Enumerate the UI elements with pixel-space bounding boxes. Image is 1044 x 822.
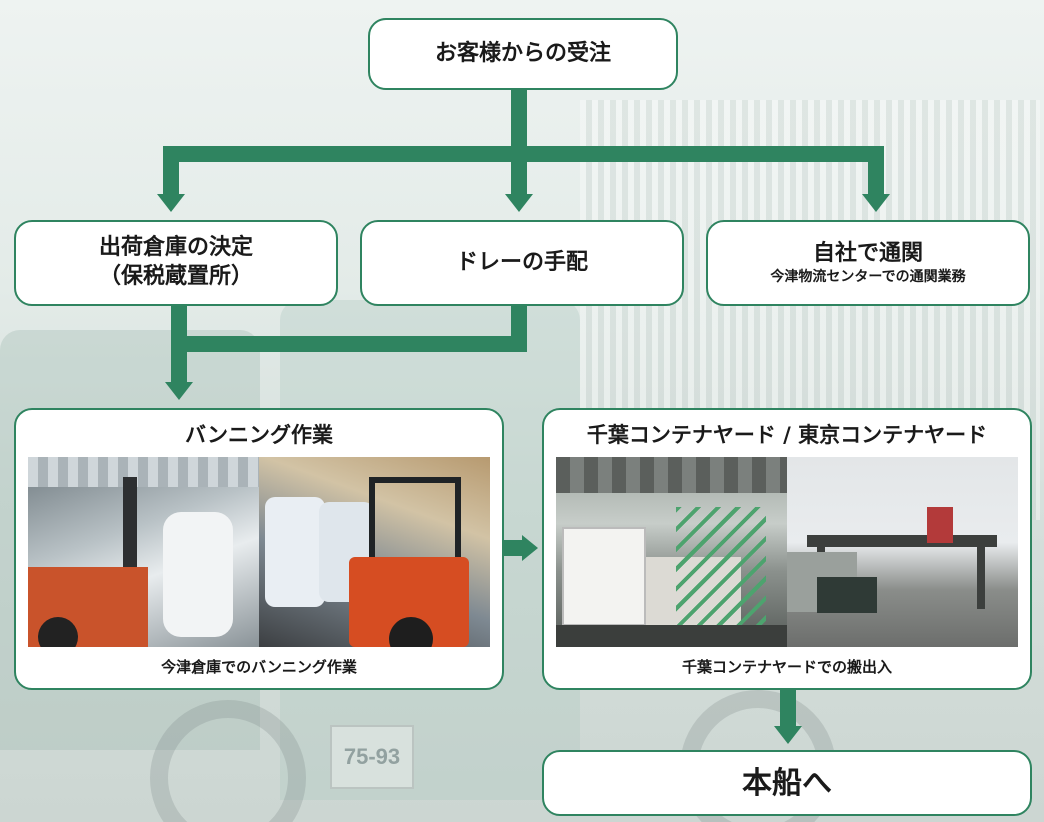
step-label: ドレーの手配 — [455, 249, 588, 275]
step-warehouse-decision: 出荷倉庫の決定 （保税蔵置所） — [14, 220, 338, 306]
connector-line — [504, 540, 524, 556]
connector-line — [868, 146, 884, 196]
step-title: 自社で通関 — [812, 240, 923, 266]
arrow-down-icon — [165, 382, 193, 400]
connector-line — [163, 146, 179, 196]
step-title: バンニング作業 — [184, 423, 334, 447]
step-subtitle: 今津物流センターでの通関業務 — [770, 269, 966, 286]
forklift-container-photo — [259, 457, 490, 648]
step-dray-arrangement: ドレーの手配 — [360, 220, 684, 306]
arrow-down-icon — [505, 194, 533, 212]
step-container-yard: 千葉コンテナヤード / 東京コンテナヤード 千葉コンテナヤードでの搬出入 — [542, 408, 1032, 690]
arrow-down-icon — [157, 194, 185, 212]
step-customs-clearance: 自社で通関 今津物流センターでの通関業務 — [706, 220, 1030, 306]
step-title: 千葉コンテナヤード / 東京コンテナヤード — [586, 423, 988, 447]
yard-gate-photo — [787, 457, 1018, 648]
step-label-line1: 出荷倉庫の決定 — [98, 235, 253, 261]
connector-line — [511, 146, 527, 196]
step-label: お客様からの受注 — [434, 40, 611, 66]
background-license-plate: 75-93 — [330, 725, 414, 789]
container-yard-photo — [556, 457, 787, 648]
photo-caption: 今津倉庫でのバンニング作業 — [161, 658, 357, 677]
step-order-received: お客様からの受注 — [368, 18, 678, 90]
arrow-right-icon — [522, 535, 538, 561]
photo-caption: 千葉コンテナヤードでの搬出入 — [681, 658, 892, 677]
yard-photo-row — [556, 457, 1018, 648]
vanning-photo-row — [28, 457, 490, 648]
connector-line — [171, 336, 187, 384]
step-label: 本船へ — [742, 765, 832, 801]
arrow-down-icon — [862, 194, 890, 212]
step-to-vessel: 本船へ — [542, 750, 1032, 816]
connector-line — [171, 336, 527, 352]
step-vanning: バンニング作業 今津倉庫でのバンニング作業 — [14, 408, 504, 690]
step-label-line2: （保税蔵置所） — [98, 264, 253, 289]
forklift-photo — [28, 457, 259, 648]
connector-line — [511, 88, 527, 154]
arrow-down-icon — [774, 726, 802, 744]
connector-line — [780, 688, 796, 728]
